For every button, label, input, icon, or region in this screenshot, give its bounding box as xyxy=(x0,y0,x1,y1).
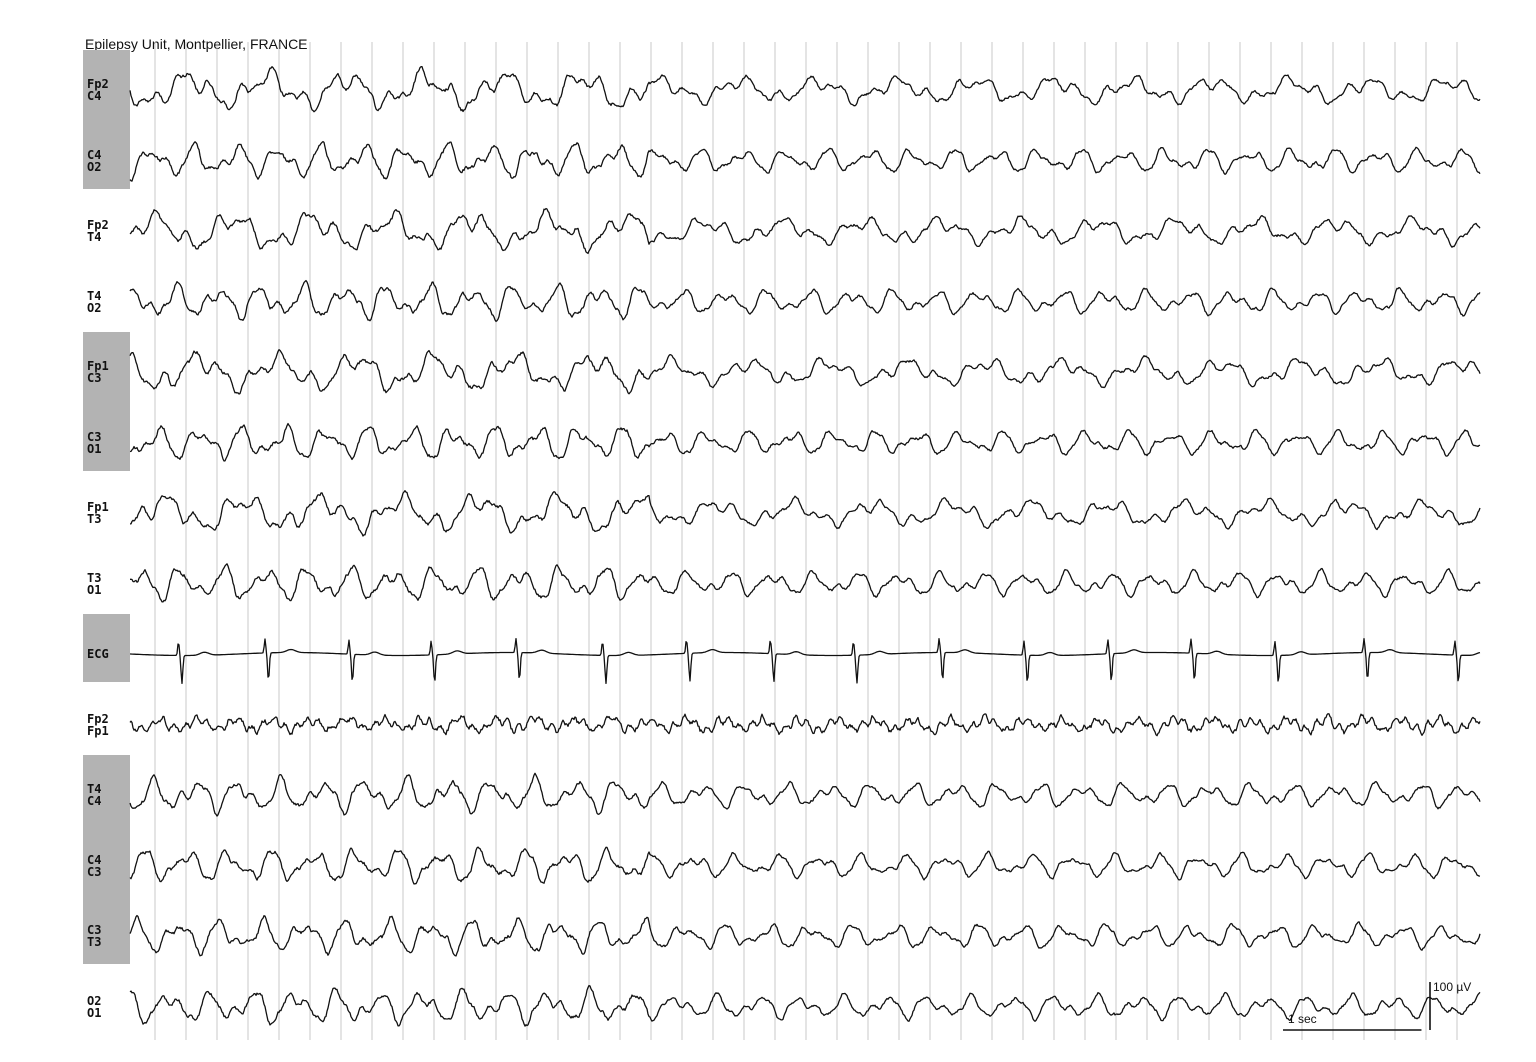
recording-header: Epilepsy Unit, Montpellier, FRANCE xyxy=(85,36,308,52)
channel-label-bottom: O2 xyxy=(87,159,102,174)
label-shading xyxy=(83,50,130,189)
channel-label-bottom: T3 xyxy=(87,935,102,949)
channel-label-bottom: C4 xyxy=(87,89,102,103)
channel-label-top: T4 xyxy=(87,288,102,303)
channel-label: ECG xyxy=(87,648,127,660)
channel-label-bottom: T4 xyxy=(87,230,102,244)
channel-label-bottom: T3 xyxy=(87,512,102,526)
label-shading xyxy=(83,755,130,964)
channel-label-top: O2 xyxy=(87,993,102,1008)
eeg-trace-c4-o2 xyxy=(129,140,1481,182)
channel-label-bottom: C3 xyxy=(87,371,102,385)
eeg-trace-t4-c4 xyxy=(129,772,1481,817)
channel-label-bottom: O1 xyxy=(87,441,102,456)
channel-label-top: C3 xyxy=(87,429,102,444)
channel-label-top: T3 xyxy=(87,570,102,585)
channel-label-top: Fp1 xyxy=(87,500,109,514)
channel-label-bottom: O2 xyxy=(87,300,102,315)
channel-label-top: C4 xyxy=(87,147,102,162)
label-shading xyxy=(83,332,130,471)
channel-label-top: C4 xyxy=(87,852,102,867)
channel-label-bottom: C4 xyxy=(87,794,102,808)
eeg-trace-fp2-c4 xyxy=(129,65,1481,113)
eeg-trace-c3-o1 xyxy=(129,422,1481,462)
eeg-trace-fp2-t4 xyxy=(129,207,1481,255)
eeg-trace-c3-t3 xyxy=(129,914,1481,957)
channel-label-bottom: O1 xyxy=(87,1005,102,1020)
channel-label-top: Fp2 xyxy=(87,77,109,91)
label-shading xyxy=(83,614,130,682)
amplitude-scale-label: 100 µV xyxy=(1433,980,1472,994)
channel-label-bottom: Fp1 xyxy=(87,723,109,738)
eeg-trace-ecg xyxy=(130,637,1481,685)
eeg-trace-fp2-fp1 xyxy=(129,713,1481,737)
eeg-trace-fp1-c3 xyxy=(129,349,1481,395)
channel-label-bottom: O1 xyxy=(87,582,102,597)
channel-label-top: ECG xyxy=(87,647,109,661)
channel-label-top: Fp2 xyxy=(87,711,109,726)
eeg-trace-c4-c3 xyxy=(129,846,1481,885)
time-scale-label: 1 sec xyxy=(1288,1012,1317,1026)
channel-label-top: Fp2 xyxy=(87,218,109,232)
eeg-trace-t3-o1 xyxy=(130,563,1481,603)
eeg-trace-fp1-t3 xyxy=(130,490,1481,537)
channel-label-bottom: C3 xyxy=(87,864,102,879)
channel-label-top: Fp1 xyxy=(87,359,109,373)
eeg-trace-t4-o2 xyxy=(129,279,1481,323)
channel-label-top: T4 xyxy=(87,782,102,796)
eeg-trace-o2-o1 xyxy=(129,984,1481,1027)
channel-label-top: C3 xyxy=(87,923,102,937)
